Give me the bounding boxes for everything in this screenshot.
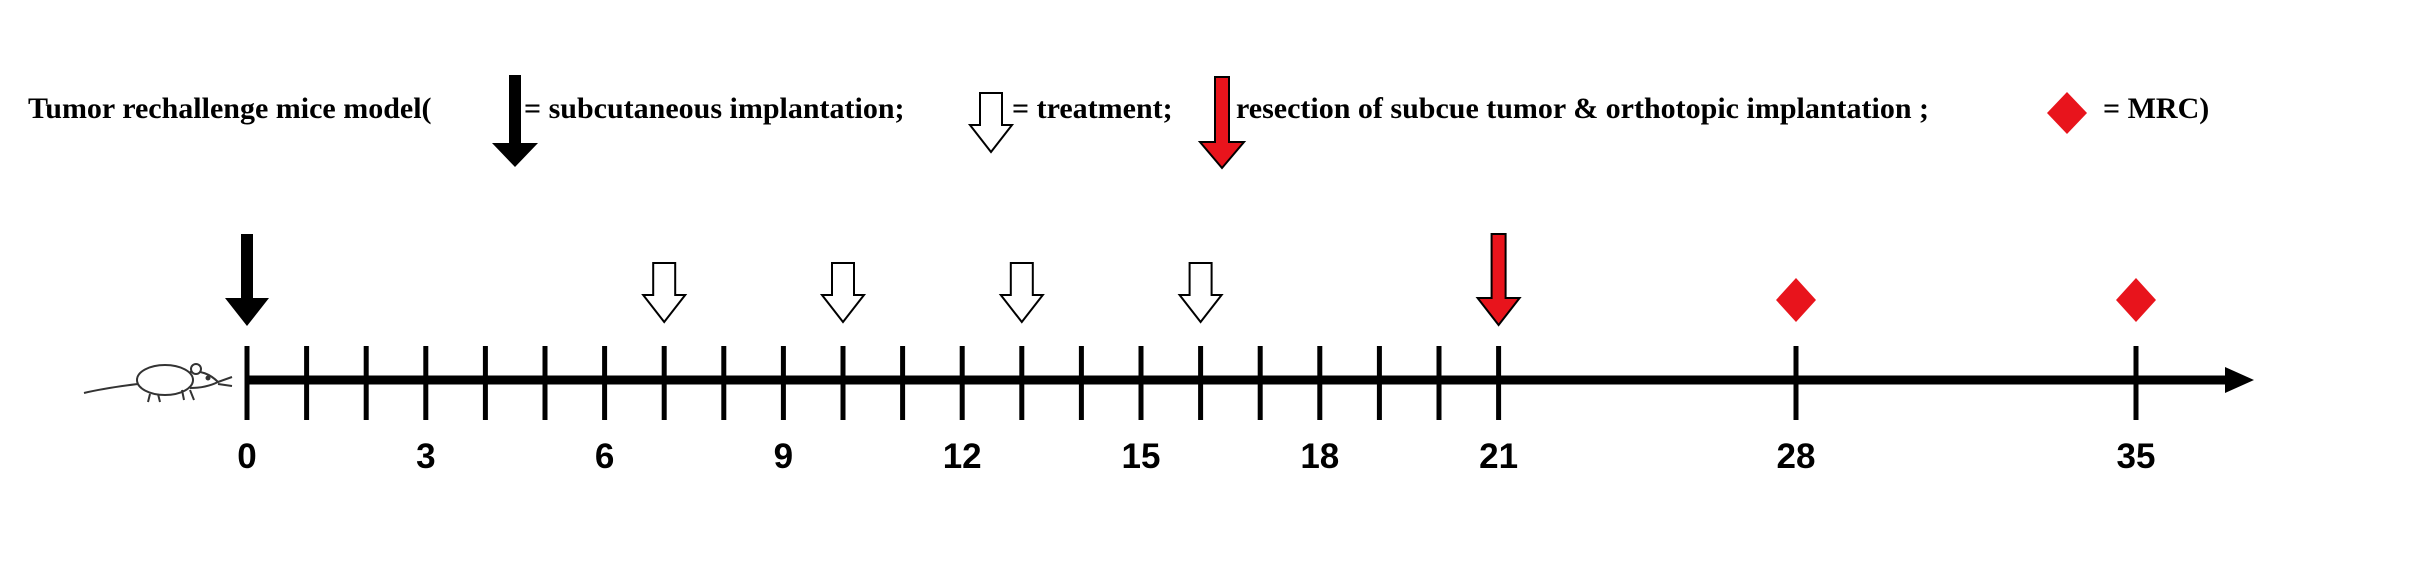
day-label: 6 — [595, 437, 614, 476]
mrc-diamond-icon — [2116, 278, 2156, 322]
timeline-arrowhead-icon — [2225, 367, 2254, 393]
mrc-legend-label: = MRC) — [2103, 92, 2209, 125]
day-label: 0 — [237, 437, 256, 476]
treatment-legend-label: = treatment; — [1012, 92, 1173, 125]
mrc-legend-diamond-icon — [2047, 92, 2087, 134]
treatment-arrow-icon — [819, 262, 867, 324]
implantation-legend-label: = subcutaneous implantation; — [524, 92, 905, 125]
day-label: 18 — [1300, 437, 1339, 476]
treatment-arrow-icon — [641, 262, 688, 324]
mouse-icon — [83, 363, 233, 403]
resection-arrow-icon — [1475, 233, 1522, 327]
event-group — [225, 233, 2156, 327]
day-label: 21 — [1479, 437, 1518, 476]
day-label: 12 — [943, 437, 982, 476]
treatment-arrow-icon — [998, 262, 1045, 324]
day-label: 28 — [1777, 437, 1816, 476]
legend: Tumor rechallenge mice model( = subcutan… — [28, 75, 2209, 170]
treatment-arrow-icon — [1177, 262, 1224, 324]
tick-group — [244, 346, 2139, 420]
treatment-legend-arrow-icon — [967, 92, 1015, 154]
legend-prefix: Tumor rechallenge mice model( — [28, 92, 432, 125]
day-label: 3 — [416, 437, 435, 476]
mrc-diamond-icon — [1776, 278, 1816, 322]
resection-legend-arrow-icon — [1197, 76, 1247, 170]
implantation-legend-arrow-icon — [492, 75, 538, 167]
day-label: 9 — [774, 437, 793, 476]
day-label-group: 0 3 6 9 12 15 18 21 28 35 — [237, 437, 2155, 476]
resection-legend-label: resection of subcue tumor & orthotopic i… — [1236, 92, 1929, 125]
day-label: 35 — [2117, 437, 2156, 476]
implantation-arrow-icon — [225, 234, 269, 326]
day-label: 15 — [1122, 437, 1161, 476]
